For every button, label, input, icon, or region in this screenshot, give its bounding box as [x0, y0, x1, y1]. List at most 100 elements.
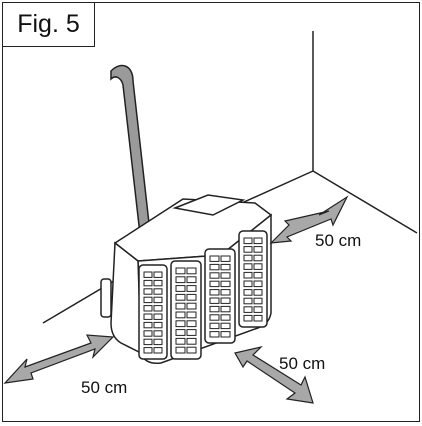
vent-panel-right — [238, 230, 268, 328]
clearance-arrow-front: 50 cm — [234, 345, 325, 404]
vent-slot — [143, 305, 153, 312]
vent-slot — [209, 289, 220, 296]
vent-slots — [143, 237, 263, 354]
vent-slot — [253, 306, 263, 313]
vent-slot — [175, 320, 186, 328]
vent-slot — [186, 320, 197, 328]
vent-slot — [175, 302, 186, 310]
unit-top-handle — [172, 194, 246, 216]
vent-slot — [209, 280, 220, 288]
vent-slot — [153, 338, 163, 346]
vent-slot — [153, 330, 163, 337]
vent-slot — [143, 347, 153, 354]
vent-slot — [243, 254, 253, 262]
vent-slot — [153, 279, 163, 287]
vent-slot — [253, 314, 263, 322]
vent-slot — [153, 296, 163, 304]
vent-slot — [220, 255, 231, 262]
vent-slot — [153, 305, 163, 312]
figure-label: Fig. 5 — [3, 3, 95, 47]
vent-slot — [186, 329, 197, 336]
vent-slot — [209, 255, 220, 262]
vent-panel-left — [138, 264, 168, 360]
vent-slot — [243, 306, 253, 313]
vent-slot — [153, 288, 163, 295]
vent-slot — [253, 237, 263, 245]
vent-slot — [209, 272, 220, 279]
clearance-arrow-right: 50 cm — [269, 195, 361, 250]
clearance-arrow-left: 50 cm — [3, 334, 127, 397]
vent-slot — [175, 346, 186, 354]
vent-slot — [209, 322, 220, 330]
clearance-label-left: 50 cm — [81, 378, 127, 397]
vent-slot — [186, 311, 197, 319]
vent-slot — [209, 263, 220, 271]
clearance-label-right: 50 cm — [315, 231, 361, 250]
vent-slot — [186, 267, 197, 275]
vent-slot — [220, 305, 231, 313]
vent-slot — [220, 263, 231, 271]
vent-slot — [143, 271, 153, 278]
figure-frame: Fig. 5 — [2, 2, 420, 422]
vent-slot — [186, 346, 197, 354]
vent-slot — [143, 338, 153, 346]
vent-slot — [175, 293, 186, 301]
vent-slot — [175, 329, 186, 336]
double-arrow-front — [234, 345, 314, 404]
double-arrow-right — [269, 195, 349, 244]
vent-slot — [209, 314, 220, 321]
vent-slot — [243, 297, 253, 305]
vent-slot — [243, 289, 253, 296]
vent-slot — [186, 337, 197, 345]
clearance-label-front: 50 cm — [279, 354, 325, 373]
vent-slot — [253, 289, 263, 296]
installation-diagram: 50 cm 50 cm 50 cm — [3, 31, 418, 404]
vent-slot — [220, 322, 231, 330]
right-wall-floor-line — [312, 170, 418, 234]
vent-slot — [253, 246, 263, 253]
vent-slot — [153, 321, 163, 329]
vent-slot — [143, 330, 153, 337]
vent-slot — [209, 331, 220, 338]
vent-slot — [143, 279, 153, 287]
vent-slot — [186, 302, 197, 310]
vent-slot — [243, 237, 253, 245]
vent-slot — [143, 288, 153, 295]
vent-slot — [175, 311, 186, 319]
vent-slot — [253, 263, 263, 270]
vent-slot — [143, 313, 153, 320]
double-arrow-left — [3, 334, 115, 384]
vent-slot — [243, 246, 253, 253]
vent-slot — [186, 293, 197, 301]
vent-slot — [175, 267, 186, 275]
side-handle — [100, 278, 112, 318]
vent-slot — [209, 297, 220, 304]
vent-slot — [243, 271, 253, 279]
hose — [110, 64, 152, 244]
vent-slot — [175, 337, 186, 345]
vent-slot — [186, 285, 197, 292]
vent-slot — [175, 285, 186, 292]
vent-slot — [220, 331, 231, 338]
vent-slot — [220, 297, 231, 304]
vent-slot — [153, 271, 163, 278]
vent-slot — [243, 263, 253, 270]
vent-slot — [220, 314, 231, 321]
vent-slot — [209, 305, 220, 313]
vent-slot — [153, 347, 163, 354]
vent-slot — [243, 280, 253, 288]
vent-slot — [220, 272, 231, 279]
vent-slot — [153, 313, 163, 320]
unit-left-face — [110, 241, 142, 355]
vent-slot — [253, 280, 263, 288]
vent-slot — [143, 296, 153, 304]
vent-slot — [143, 321, 153, 329]
dehumidifier-unit — [100, 194, 273, 365]
vent-slot — [220, 289, 231, 296]
vent-slot — [186, 276, 197, 284]
vent-slot — [253, 254, 263, 262]
vent-slot — [220, 280, 231, 288]
vent-slot — [175, 276, 186, 284]
vent-slot — [253, 297, 263, 305]
vent-slot — [243, 314, 253, 322]
